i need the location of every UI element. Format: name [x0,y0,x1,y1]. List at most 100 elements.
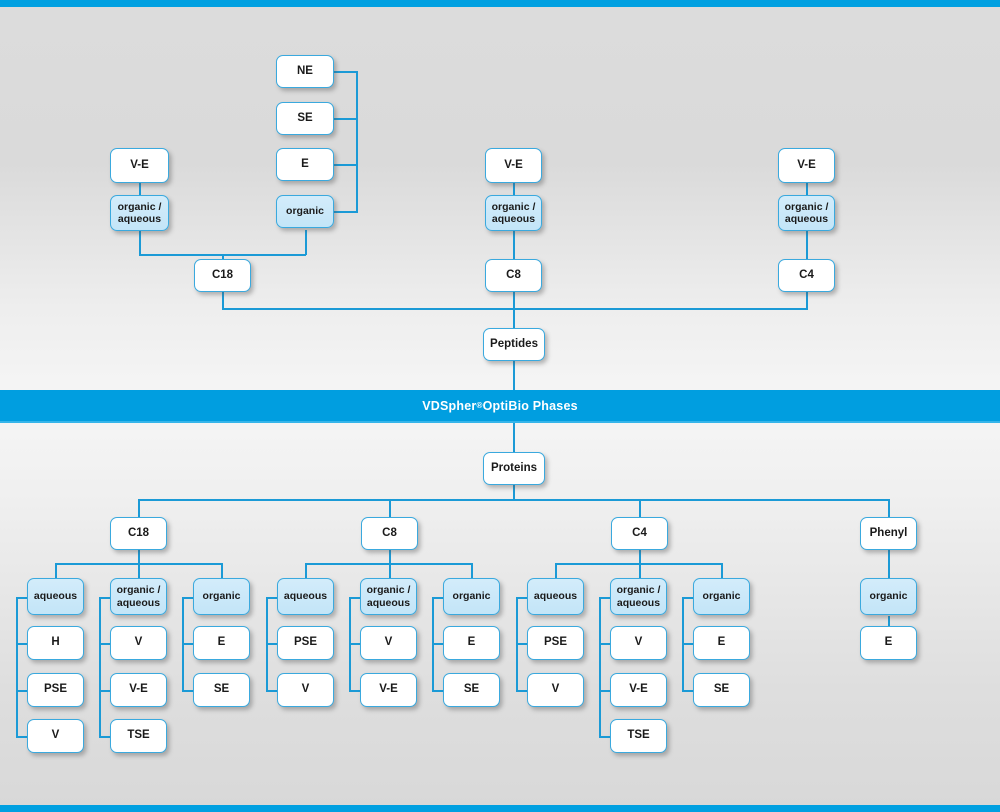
connector [266,643,280,645]
node-label: V-E [129,683,148,696]
connector [513,182,515,196]
node-label: SE [713,683,730,696]
node-proteins-c4-organic-item[interactable]: SE [693,673,750,707]
node-proteins-c8-organic-aqueous[interactable]: organic /aqueous [360,578,417,615]
node-proteins-c4-organic-aqueous-item[interactable]: V [610,626,667,660]
node-label: SE [297,111,313,124]
node-proteins-c4-organic[interactable]: organic [693,578,750,615]
node-proteins-c18-organic[interactable]: organic [193,578,250,615]
connector [99,643,113,645]
node-label: C4 [632,526,647,539]
node-peptides-organic[interactable]: organic [276,195,334,228]
node-label: aqueous [533,590,578,603]
connector [16,597,30,599]
connector [16,643,30,645]
connector [513,290,515,309]
node-proteins-c18-aqueous-item[interactable]: V [27,719,84,753]
node-proteins-c18-aqueous[interactable]: aqueous [27,578,84,615]
node-label: Peptides [490,337,538,350]
connector [513,484,515,500]
node-proteins-c18-organic-aqueous[interactable]: organic /aqueous [110,578,167,615]
node-proteins-c8-aqueous-item[interactable]: PSE [277,626,334,660]
node-proteins-root[interactable]: Proteins [483,452,545,485]
node-proteins-c4-aqueous[interactable]: aqueous [527,578,584,615]
top-accent-strip [0,0,1000,7]
connector [138,499,889,501]
node-peptides-c8[interactable]: C8 [485,259,542,292]
node-label: PSE [293,636,317,649]
node-proteins-c4[interactable]: C4 [611,517,668,550]
node-peptides-c18-ve[interactable]: V-E [110,148,169,183]
connector [639,549,641,564]
connector [222,290,224,309]
connector [305,230,307,255]
node-proteins-c18-organic-item[interactable]: E [193,626,250,660]
node-label-line2: aqueous [116,596,161,609]
connector [389,499,391,518]
node-label: organic /aqueous [367,584,411,609]
node-label: E [217,636,226,649]
node-proteins-c4-aqueous-item[interactable]: PSE [527,626,584,660]
node-proteins-c18-organic-aqueous-item[interactable]: V [110,626,167,660]
node-proteins-c18[interactable]: C18 [110,517,167,550]
node-label: organic [452,590,491,603]
connector [599,597,601,737]
node-proteins-c8-organic[interactable]: organic [443,578,500,615]
node-proteins-c4-organic-aqueous-item[interactable]: V-E [610,673,667,707]
node-label: E [717,636,726,649]
node-proteins-c4-organic-aqueous-item[interactable]: TSE [610,719,667,753]
node-proteins-c18-organic-aqueous-item[interactable]: V-E [110,673,167,707]
node-proteins-c18-organic-item[interactable]: SE [193,673,250,707]
connector [138,563,140,578]
connector [222,254,224,260]
node-label: V [634,636,643,649]
connector [516,643,530,645]
node-peptides-ne[interactable]: NE [276,55,334,88]
node-label: organic /aqueous [118,201,162,226]
node-proteins-c8-organic-aqueous-item[interactable]: V [360,626,417,660]
bottom-accent-strip [0,805,1000,812]
connector [516,597,530,599]
node-proteins-phenyl[interactable]: Phenyl [860,517,917,550]
node-proteins-c8-organic-item[interactable]: E [443,626,500,660]
node-proteins-c8[interactable]: C8 [361,517,418,550]
node-peptides-c4-ve[interactable]: V-E [778,148,835,183]
node-label: TSE [127,729,150,742]
node-label: Proteins [490,461,537,474]
node-peptides-c8-ve[interactable]: V-E [485,148,542,183]
connector [99,597,101,737]
node-peptides-c4-organic-aqueous[interactable]: organic /aqueous [778,195,835,231]
node-proteins-c8-organic-aqueous-item[interactable]: V-E [360,673,417,707]
node-proteins-c4-aqueous-item[interactable]: V [527,673,584,707]
node-label: organic [869,590,908,603]
node-label: C8 [382,526,397,539]
node-proteins-c4-organic-aqueous[interactable]: organic /aqueous [610,578,667,615]
node-peptides-c4[interactable]: C4 [778,259,835,292]
node-proteins-c18-aqueous-item[interactable]: PSE [27,673,84,707]
connector [305,563,307,578]
node-proteins-c8-aqueous-item[interactable]: V [277,673,334,707]
node-peptides-c18-organic-aqueous[interactable]: organic /aqueous [110,195,169,231]
node-proteins-c18-aqueous-item[interactable]: H [27,626,84,660]
connector [599,736,613,738]
node-proteins-c8-organic-item[interactable]: SE [443,673,500,707]
node-peptides-se[interactable]: SE [276,102,334,135]
node-peptides-e[interactable]: E [276,148,334,181]
node-peptides-c8-organic-aqueous[interactable]: organic /aqueous [485,195,542,231]
connector [432,690,446,692]
node-peptides-c18[interactable]: C18 [194,259,251,292]
node-label: E [467,636,476,649]
node-peptides-root[interactable]: Peptides [483,328,545,361]
node-proteins-c4-organic-item[interactable]: E [693,626,750,660]
node-proteins-c18-organic-aqueous-item[interactable]: TSE [110,719,167,753]
node-label-line1: organic / [616,584,661,597]
connector [682,690,696,692]
node-label-line1: organic / [366,584,411,597]
node-proteins-phenyl-organic-item[interactable]: E [860,626,917,660]
node-label: V-E [379,683,398,696]
node-proteins-phenyl-organic[interactable]: organic [860,578,917,615]
node-label: PSE [543,636,567,649]
node-proteins-c8-aqueous[interactable]: aqueous [277,578,334,615]
connector [639,563,641,578]
node-label: E [301,157,309,170]
